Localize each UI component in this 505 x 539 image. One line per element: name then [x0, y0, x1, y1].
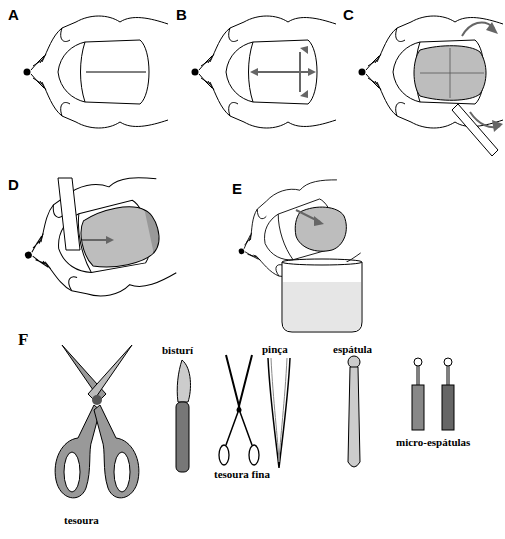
- tool-label: espátula: [333, 343, 372, 355]
- panel-letter: F: [18, 330, 28, 350]
- tool-label: tesoura fina: [214, 468, 270, 480]
- panel-letter: C: [343, 6, 354, 23]
- tool-label: micro-espátulas: [396, 436, 470, 448]
- tool-label: bisturí: [162, 344, 193, 356]
- panel-letter: D: [8, 176, 19, 193]
- panel-letter: E: [232, 180, 242, 197]
- tool-label: pinça: [262, 343, 288, 355]
- tool-label: tesoura: [64, 514, 99, 526]
- panel-letter: B: [176, 6, 187, 23]
- panel-letter: A: [8, 6, 19, 23]
